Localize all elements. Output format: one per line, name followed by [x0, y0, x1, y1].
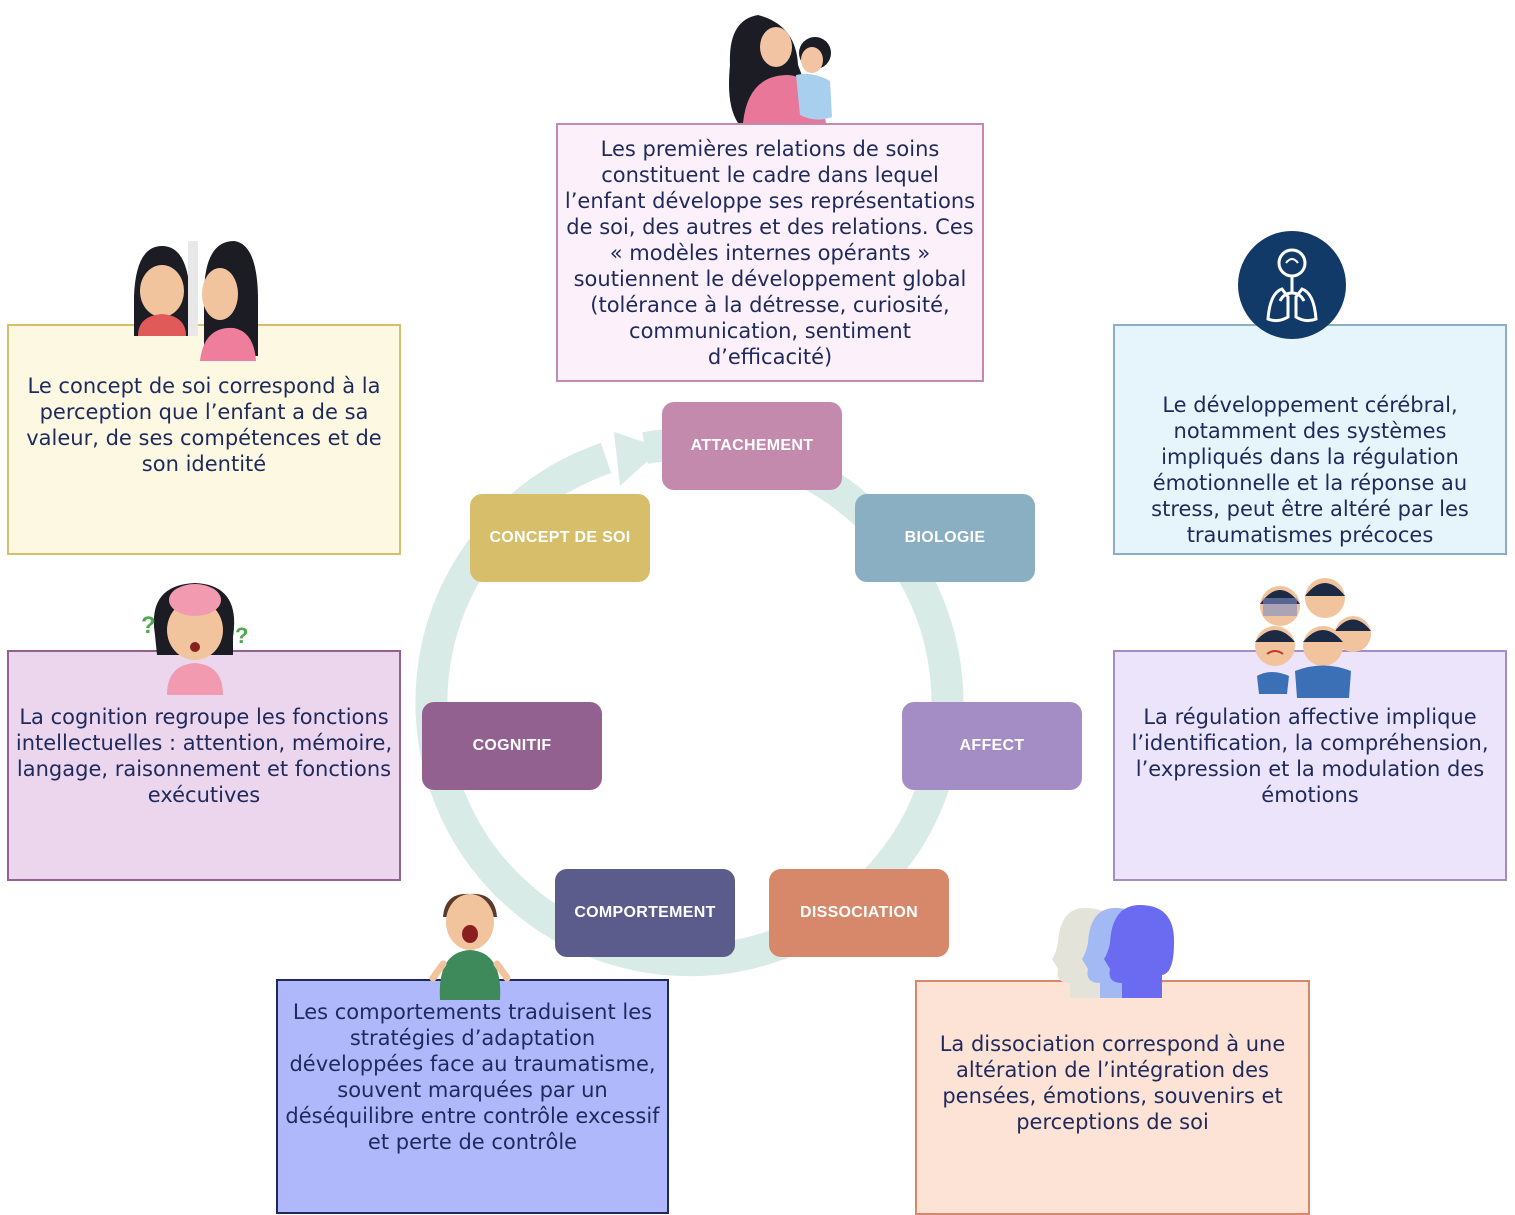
biologie-description-box: Le développement cérébral, notamment des… — [1113, 324, 1507, 555]
mother-child-icon — [729, 15, 832, 123]
node-comportement: COMPORTEMENT — [555, 869, 735, 957]
affect-description: La régulation affective implique l’ident… — [1131, 704, 1489, 807]
node-concept-de-soi: CONCEPT DE SOI — [470, 494, 650, 582]
comportement-description-box: Les comportements traduisent les stratég… — [276, 979, 669, 1214]
dissociation-description: La dissociation correspond à une altérat… — [939, 1031, 1286, 1134]
node-affect: AFFECT — [902, 702, 1082, 790]
comportement-description: Les comportements traduisent les stratég… — [285, 999, 660, 1154]
confused-girl-brain-icon: ? ? — [141, 583, 248, 695]
cycle-arrowhead — [614, 432, 662, 486]
faces-profile-icon — [1052, 905, 1175, 998]
concept-description-box: Le concept de soi correspond à la percep… — [7, 324, 401, 555]
screaming-boy-icon — [429, 893, 511, 1000]
dissociation-description-box: La dissociation correspond à une altérat… — [915, 980, 1310, 1215]
node-attachement: ATTACHEMENT — [662, 402, 842, 490]
svg-text:?: ? — [141, 612, 156, 639]
mirror-girl-icon — [134, 241, 259, 361]
concept-description: Le concept de soi correspond à la percep… — [26, 373, 382, 476]
svg-text:?: ? — [235, 623, 248, 648]
attachement-description-box: Les premières relations de soins constit… — [556, 123, 984, 382]
emotions-children-icon — [1255, 578, 1371, 698]
node-dissociation: DISSOCIATION — [769, 869, 949, 957]
attachement-description: Les premières relations de soins constit… — [564, 136, 976, 369]
node-cognitif: COGNITIF — [422, 702, 602, 790]
brain-lungs-icon — [1238, 231, 1346, 339]
cognitif-description: La cognition regroupe les fonctions inte… — [15, 704, 393, 807]
biologie-description: Le développement cérébral, notamment des… — [1151, 392, 1469, 547]
node-biologie: BIOLOGIE — [855, 494, 1035, 582]
affect-description-box: La régulation affective implique l’ident… — [1113, 650, 1507, 881]
